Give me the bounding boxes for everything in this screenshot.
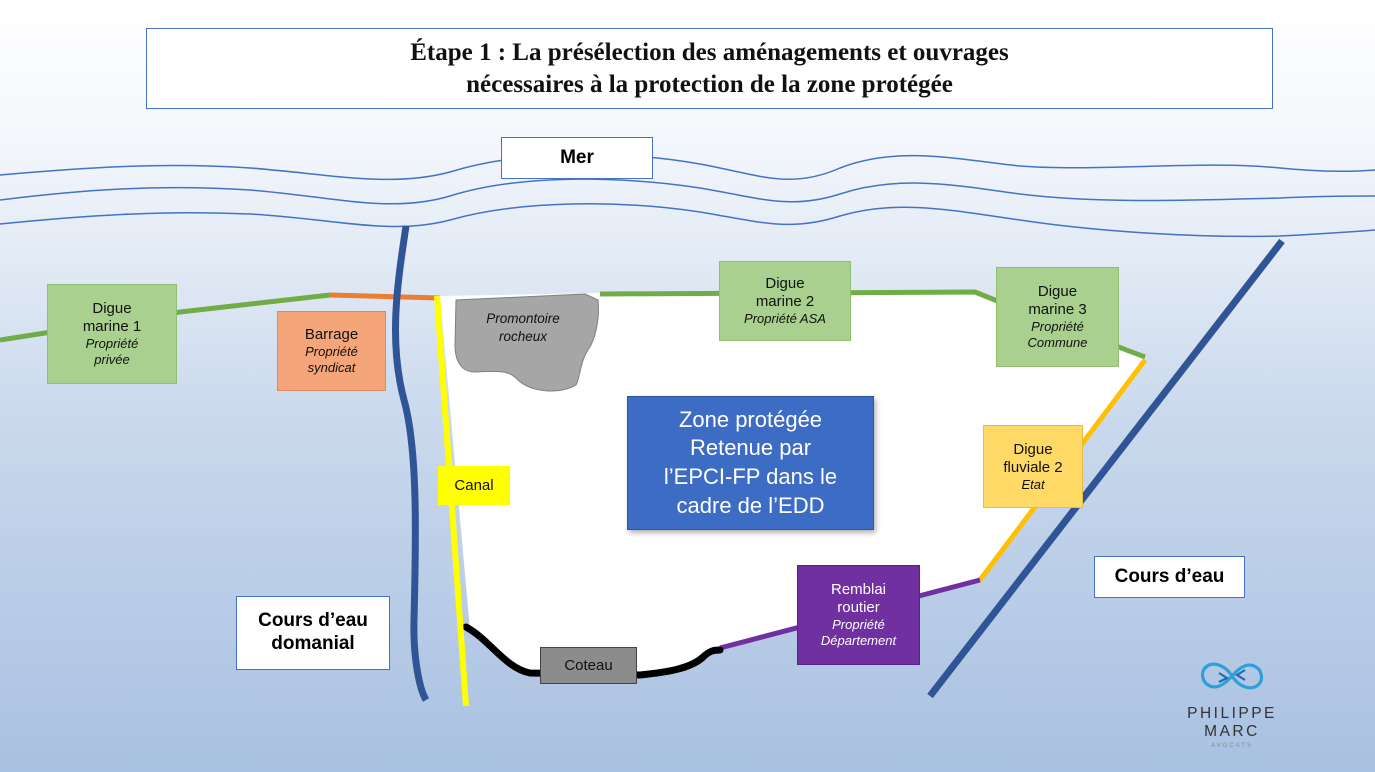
sea-wave-line-1	[0, 153, 1375, 181]
digue-fluviale-2-box: Digue fluviale 2 Etat	[983, 425, 1083, 508]
title-line-2: nécessaires à la protection de la zone p…	[466, 70, 953, 98]
coteau-label: Coteau	[540, 647, 637, 684]
river-domanial-label: Cours d’eau domanial	[236, 596, 390, 670]
river-domanial-line	[392, 225, 430, 702]
title-line-1: Étape 1 : La présélection des aménagemen…	[410, 39, 1009, 67]
digue-marine-3-box: Digue marine 3 Propriété Commune	[996, 267, 1119, 367]
digue-marine-1-box: Digue marine 1 Propriété privée	[47, 284, 177, 384]
barrage-box: Barrage Propriété syndicat	[277, 311, 386, 391]
remblai-routier-box: Remblai routier Propriété Département	[797, 565, 920, 665]
protected-zone-box: Zone protégée Retenue par l’EPCI-FP dans…	[627, 396, 874, 530]
river-right-label: Cours d’eau	[1094, 556, 1245, 598]
philippe-marc-logo: PHILIPPE MARC AVOCATS	[1172, 656, 1292, 749]
river-right-line	[927, 238, 1285, 699]
promontoire-rocheux-shape	[454, 293, 599, 392]
sea-wave-line-2	[0, 178, 1375, 205]
canal-label: Canal	[438, 466, 510, 505]
sea-label: Mer	[501, 137, 653, 179]
promontoire-label: Promontoire rocheux	[486, 311, 560, 344]
page-title: Étape 1 : La présélection des aménagemen…	[146, 28, 1273, 109]
sea-wave-line-3	[0, 203, 1375, 238]
coteau-line	[462, 623, 724, 679]
infinity-logo-icon	[1200, 662, 1264, 690]
digue-marine-2-box: Digue marine 2 Propriété ASA	[719, 261, 851, 341]
barrage-line	[329, 292, 441, 301]
